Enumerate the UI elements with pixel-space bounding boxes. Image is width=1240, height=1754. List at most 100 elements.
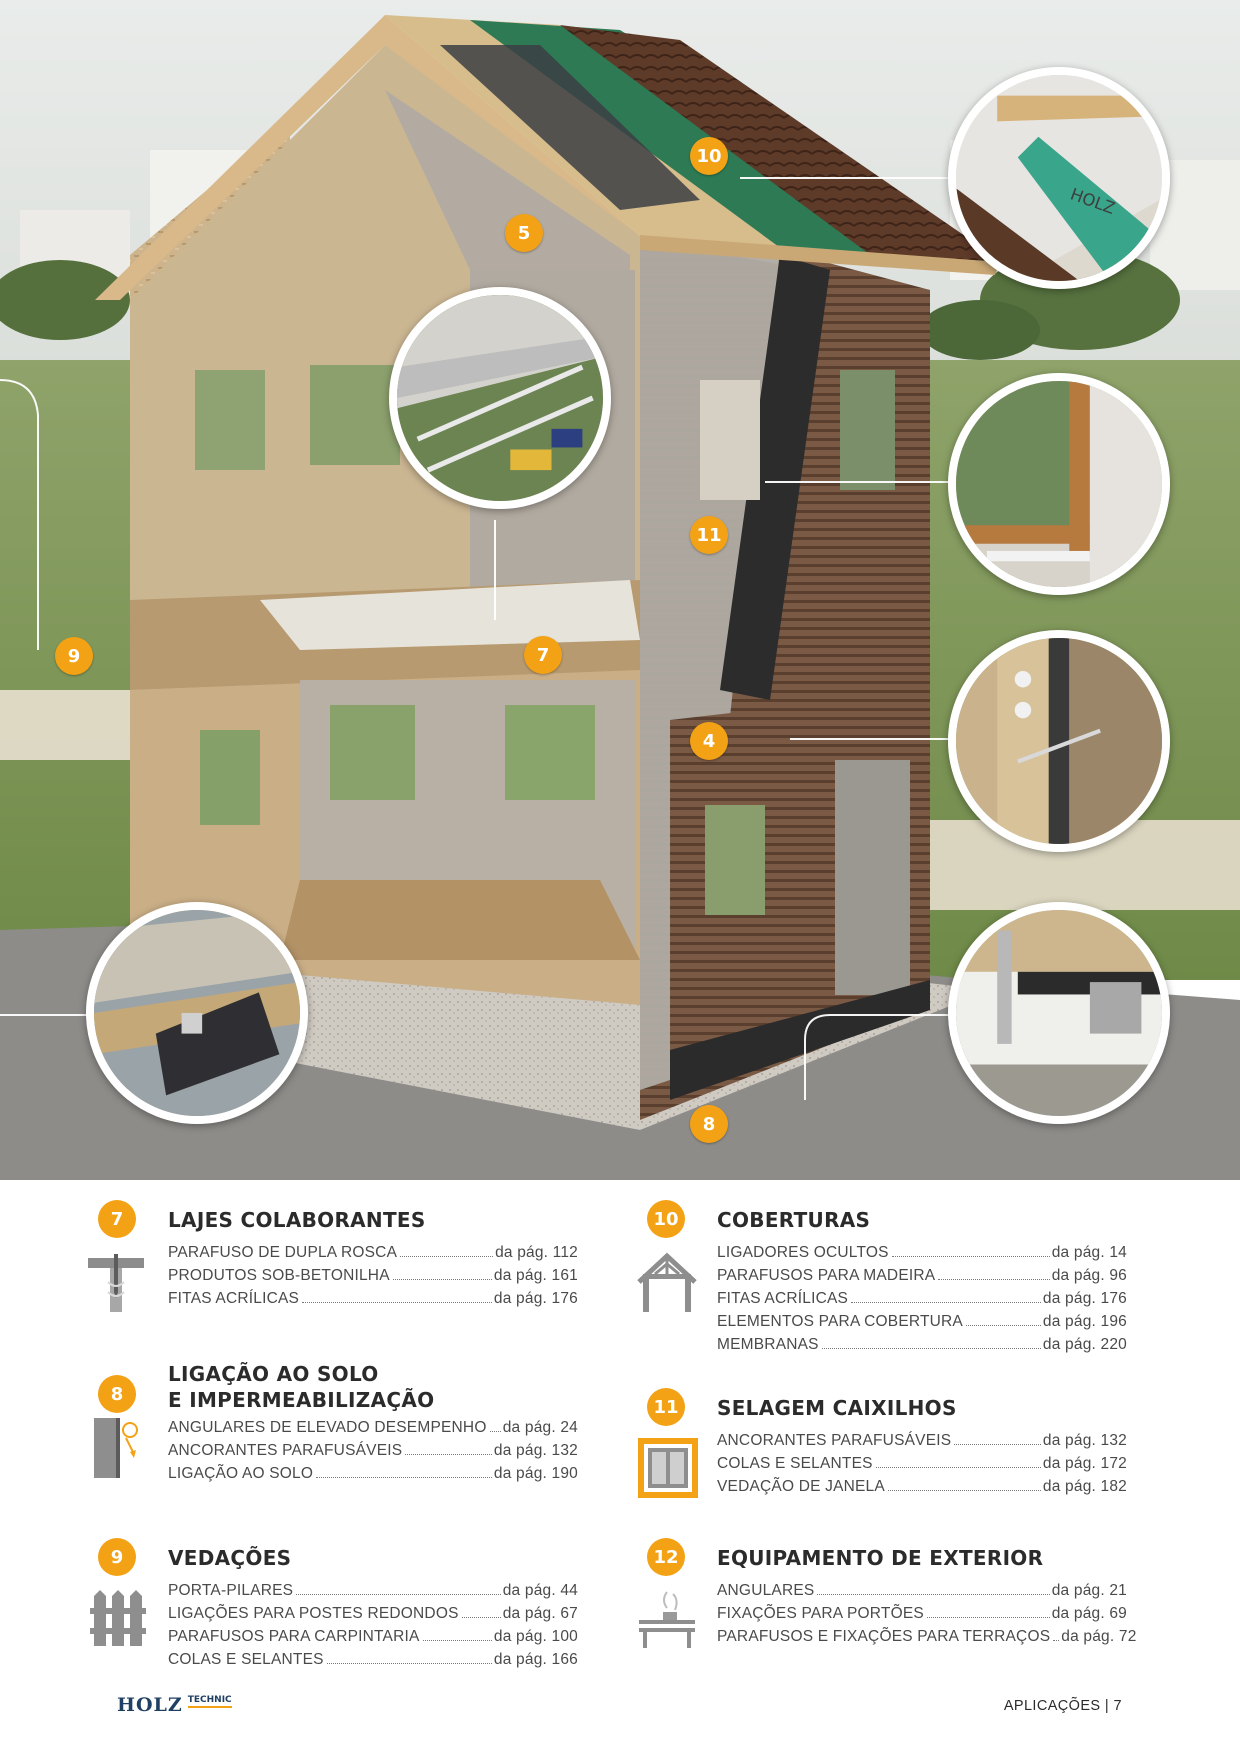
entry-name: PARAFUSO DE DUPLA ROSCA: [168, 1244, 398, 1261]
dot-leader: [954, 1444, 1041, 1445]
slab-screw-icon: [88, 1252, 144, 1312]
entry-page: da pág. 100: [493, 1628, 578, 1645]
section-title: LIGAÇÃO AO SOLO E IMPERMEABILIZAÇÃO: [168, 1361, 434, 1413]
entry-page: da pág. 24: [502, 1419, 578, 1436]
dot-leader: [938, 1279, 1050, 1280]
entry-page: da pág. 112: [495, 1244, 578, 1261]
entry-name: PARAFUSOS E FIXAÇÕES PARA TERRAÇOS: [717, 1628, 1051, 1645]
entry-name: ELEMENTOS PARA COBERTURA: [717, 1313, 963, 1330]
entry-name: ANGULARES DE ELEVADO DESEMPENHO: [168, 1419, 487, 1436]
dot-leader: [926, 1617, 1050, 1618]
house-cutaway-illustration: 5 7 9 10 11 4 8 HOLZ: [0, 0, 1240, 1180]
section-selagem-caixilhos: 11 SELAGEM CAIXILHOS ANCORANTES PARAFUSÁ…: [638, 1388, 1127, 1501]
catalog-entry: PARAFUSOS E FIXAÇÕES PARA TERRAÇOS da pág…: [717, 1628, 1136, 1651]
entry-page: da pág. 67: [502, 1605, 578, 1622]
dot-leader: [316, 1477, 492, 1478]
ground-connection-detail-drawing: [956, 910, 1162, 1116]
catalog-entry: ELEMENTOS PARA COBERTURA da pág. 196: [717, 1313, 1127, 1336]
entry-page: da pág. 161: [493, 1267, 578, 1284]
entry-page: da pág. 132: [493, 1442, 578, 1459]
catalog-entry: ANGULARES DE ELEVADO DESEMPENHO da pág. 2…: [168, 1419, 578, 1442]
section-title-line-1: LIGAÇÃO AO SOLO: [168, 1362, 379, 1386]
entry-name: PRODUTOS SOB-BETONILHA: [168, 1267, 390, 1284]
section-ligacao-ao-solo: 8 LIGAÇÃO AO SOLO E IMPERMEABILIZAÇÃO AN…: [94, 1360, 578, 1490]
section-items: PORTA-PILARES da pág. 44 LIGAÇÕES PARA POS…: [168, 1582, 578, 1674]
entry-page: da pág. 14: [1051, 1244, 1127, 1261]
entry-name: COLAS E SELANTES: [717, 1455, 873, 1472]
entry-name: PORTA-PILARES: [168, 1582, 294, 1599]
catalog-entry: PARAFUSO DE DUPLA ROSCA da pág. 112: [168, 1244, 578, 1267]
dot-leader: [400, 1256, 494, 1257]
catalog-entry: LIGADORES OCULTOS da pág. 14: [717, 1244, 1127, 1267]
entry-page: da pág. 172: [1042, 1455, 1127, 1472]
section-title-line-2: E IMPERMEABILIZAÇÃO: [168, 1388, 435, 1412]
dot-leader: [405, 1454, 492, 1455]
detail-roof-membrane: HOLZ: [948, 67, 1170, 289]
detail-ground-connection: [948, 902, 1170, 1124]
entry-page: da pág. 176: [1042, 1290, 1127, 1307]
entry-name: LIGADORES OCULTOS: [717, 1244, 889, 1261]
section-number: 7: [98, 1200, 136, 1238]
brand-name: HOLZ: [117, 1694, 183, 1716]
entry-page: da pág. 176: [493, 1290, 578, 1307]
dot-leader: [422, 1640, 492, 1641]
section-items: ANGULARES DE ELEVADO DESEMPENHO da pág. 2…: [168, 1419, 578, 1488]
dot-leader: [302, 1302, 492, 1303]
section-equipamento-de-exterior: 12 EQUIPAMENTO DE EXTERIOR ANGULARES da p…: [639, 1538, 1136, 1651]
entry-page: da pág. 196: [1042, 1313, 1127, 1330]
entry-page: da pág. 72: [1061, 1628, 1137, 1645]
dot-leader: [461, 1617, 501, 1618]
entry-page: da pág. 190: [493, 1465, 578, 1482]
catalog-entry: PRODUTOS SOB-BETONILHA da pág. 161: [168, 1267, 578, 1290]
section-title: SELAGEM CAIXILHOS: [717, 1396, 957, 1420]
section-title: COBERTURAS: [717, 1208, 871, 1232]
section-number: 8: [98, 1375, 136, 1413]
detail-wall-anchor: [948, 630, 1170, 852]
entry-page: da pág. 69: [1051, 1605, 1127, 1622]
section-title: VEDAÇÕES: [168, 1546, 292, 1570]
entry-page: da pág. 21: [1051, 1582, 1127, 1599]
marker-5: 5: [505, 214, 543, 252]
entry-name: VEDAÇÃO DE JANELA: [717, 1478, 885, 1495]
fence-icon: [90, 1588, 146, 1648]
entry-name: LIGAÇÕES PARA POSTES REDONDOS: [168, 1605, 459, 1622]
section-items: ANGULARES da pág. 21 FIXAÇÕES PARA PORTÕES…: [717, 1582, 1136, 1651]
dot-leader: [851, 1302, 1041, 1303]
entry-page: da pág. 44: [502, 1582, 578, 1599]
section-lajes-colaborantes: 7 LAJES COLABORANTES PARAFUSO DE DUPLA R…: [88, 1200, 578, 1313]
marker-11: 11: [690, 516, 728, 554]
entry-name: MEMBRANAS: [717, 1336, 819, 1353]
section-number: 10: [647, 1200, 685, 1238]
catalog-entry: LIGAÇÕES PARA POSTES REDONDOS da pág. 67: [168, 1605, 578, 1628]
section-number: 11: [647, 1388, 685, 1426]
dot-leader: [1053, 1640, 1060, 1641]
entry-name: ANCORANTES PARAFUSÁVEIS: [168, 1442, 403, 1459]
marker-9: 9: [55, 637, 93, 675]
entry-page: da pág. 96: [1051, 1267, 1127, 1284]
dot-leader: [326, 1663, 492, 1664]
entry-name: PARAFUSOS PARA MADEIRA: [717, 1267, 936, 1284]
entry-name: COLAS E SELANTES: [168, 1651, 324, 1668]
section-title: EQUIPAMENTO DE EXTERIOR: [717, 1546, 1044, 1570]
section-number: 12: [647, 1538, 685, 1576]
roof-truss-icon: [637, 1252, 697, 1312]
catalog-entry: ANCORANTES PARAFUSÁVEIS da pág. 132: [168, 1442, 578, 1465]
entry-name: ANGULARES: [717, 1582, 815, 1599]
dot-leader: [817, 1594, 1050, 1595]
dot-leader: [887, 1490, 1041, 1491]
catalog-entry: COLAS E SELANTES da pág. 172: [717, 1455, 1127, 1478]
fence-post-detail-drawing: [94, 910, 300, 1116]
dot-leader: [296, 1594, 501, 1595]
detail-window-seal: [948, 373, 1170, 595]
